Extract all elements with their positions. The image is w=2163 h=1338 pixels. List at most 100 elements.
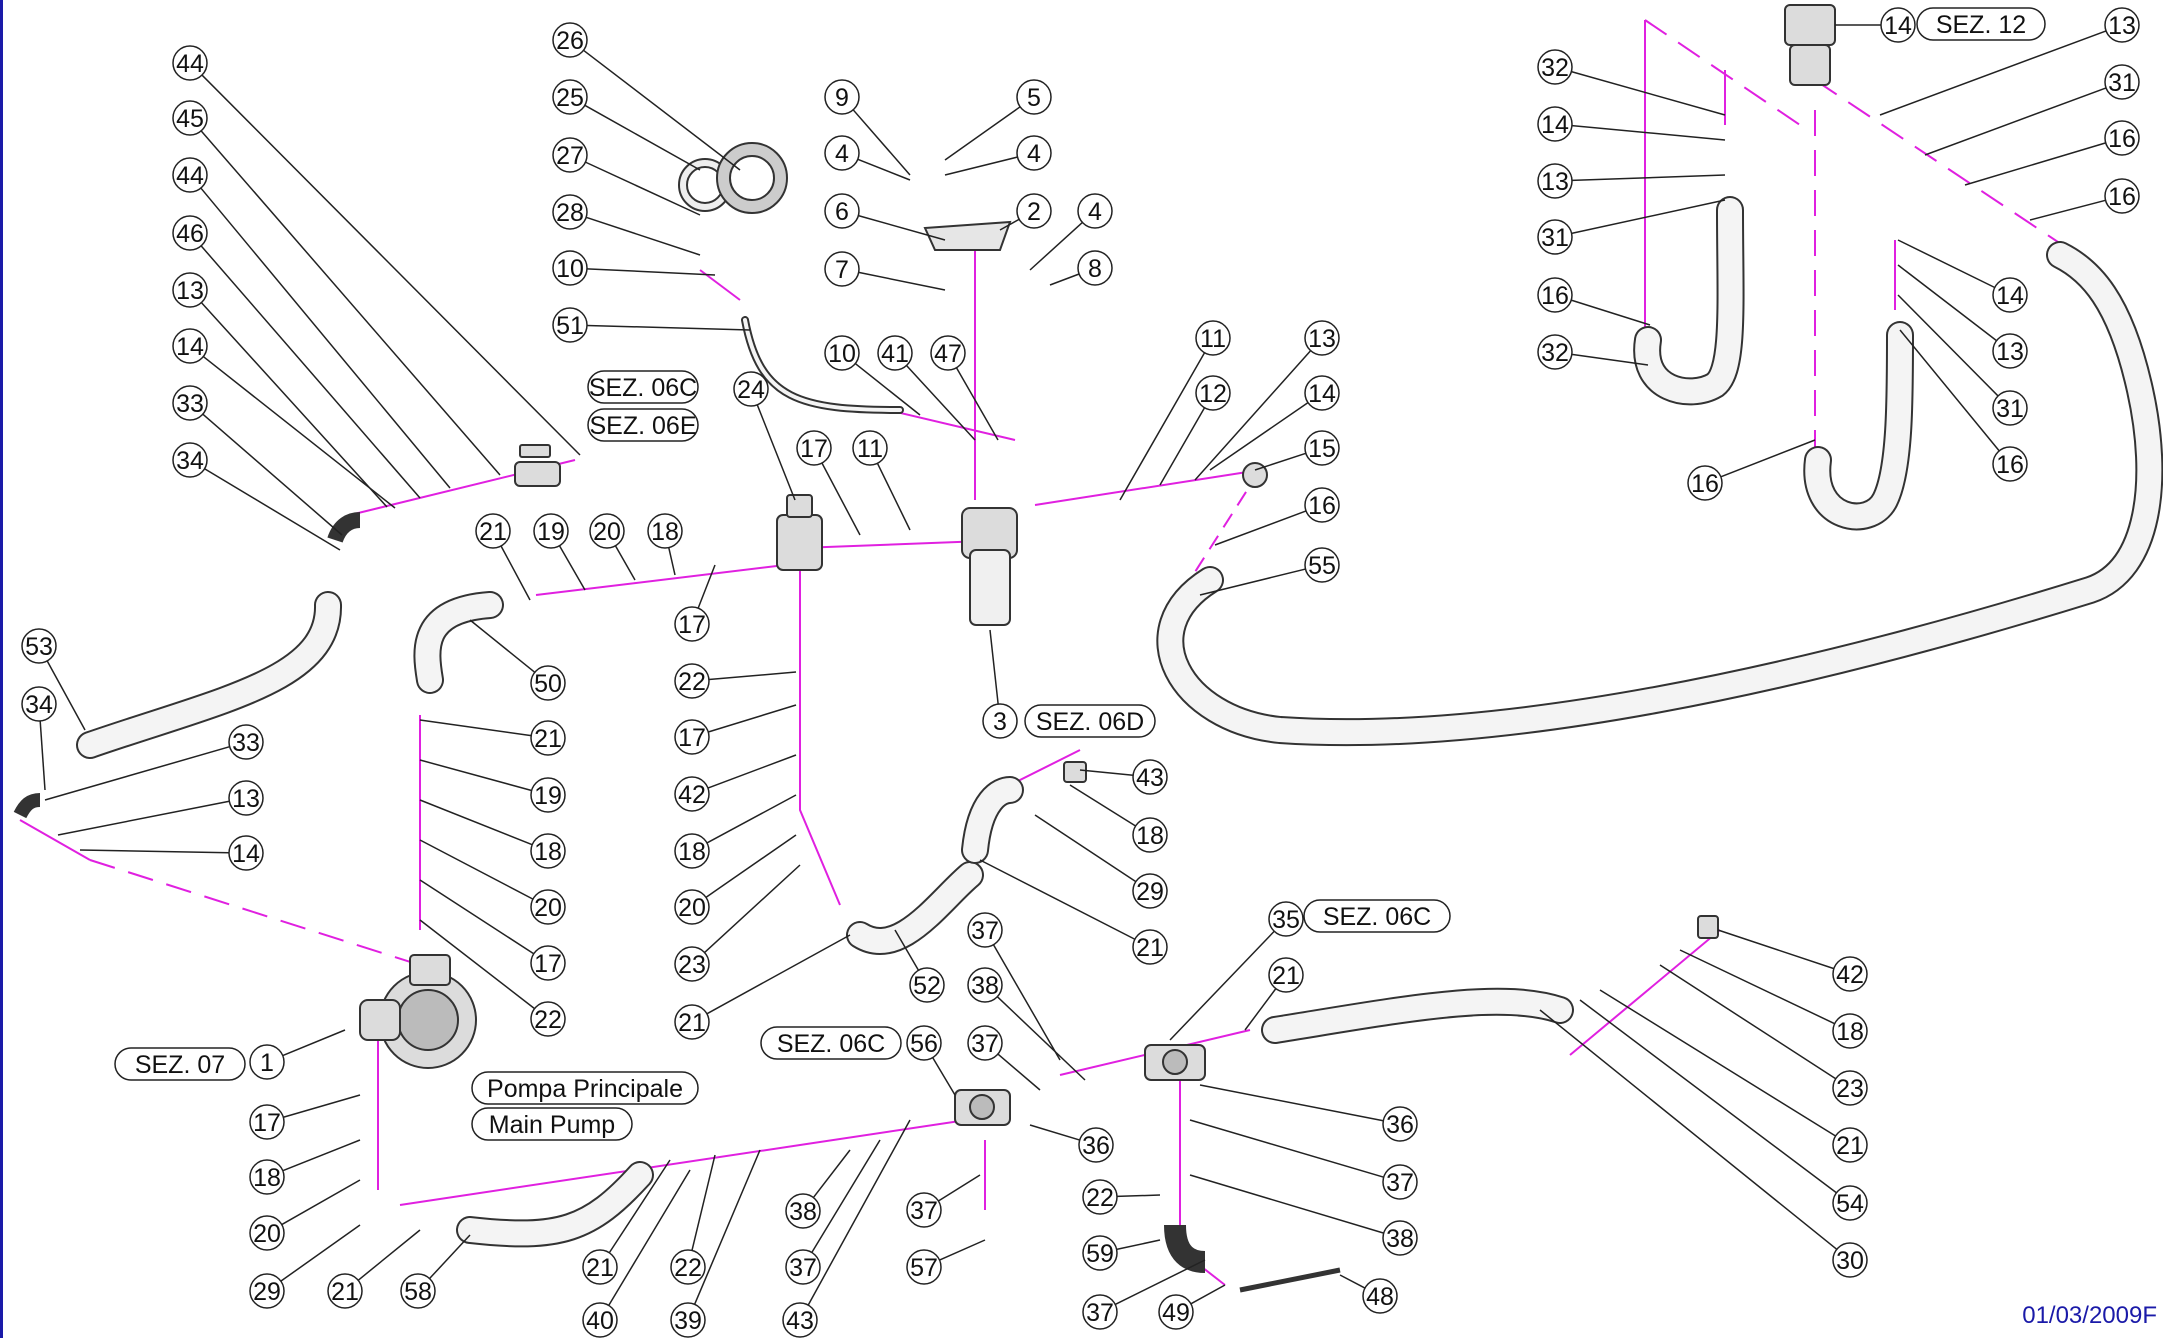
part-callout: 46 (172, 215, 208, 251)
leader-line (1571, 70, 1726, 116)
leader-line (707, 754, 797, 789)
part-callout: 23 (674, 946, 710, 982)
section-badge: SEZ. 06D (1024, 704, 1156, 738)
callout-circle (530, 945, 566, 981)
leader-line (1924, 87, 2107, 156)
part-callout: 13 (1537, 163, 1573, 199)
part-callout: 10 (552, 250, 588, 286)
badge-label: SEZ. 06E (590, 412, 697, 440)
leader-line (419, 719, 532, 737)
callout-circle (1016, 79, 1052, 115)
leader-line (200, 302, 388, 508)
part-callout: 8 (1077, 250, 1113, 286)
leader-line (1034, 814, 1137, 883)
callout-number: 14 (232, 840, 260, 868)
callout-circle (1992, 333, 2028, 369)
part-callout: 5 (1016, 79, 1052, 115)
callout-number: 22 (674, 1254, 702, 1282)
callout-number: 18 (651, 518, 679, 546)
leader-line (586, 268, 716, 276)
callout-circle (1304, 320, 1340, 356)
callout-number: 20 (534, 894, 562, 922)
part-callout: 21 (475, 513, 511, 549)
nut-43-top (1063, 761, 1087, 783)
callout-number: 45 (176, 105, 204, 133)
callout-circle (530, 1001, 566, 1037)
callout-circle (1992, 446, 2028, 482)
callout-number: 37 (789, 1254, 817, 1282)
hoses (76, 196, 2163, 1248)
callout-circle (249, 1215, 285, 1251)
part-callout: 54 (1832, 1185, 1868, 1221)
callout-number: 37 (971, 1030, 999, 1058)
leader-line (200, 187, 451, 489)
leader-line (1189, 1119, 1384, 1178)
callout-circle (1132, 817, 1168, 853)
callout-circle (172, 100, 208, 136)
callout-circle (1832, 1070, 1868, 1106)
leader-line (584, 104, 701, 171)
callout-circle (1132, 759, 1168, 795)
part-callout: 21 (1132, 929, 1168, 965)
callout-number: 21 (534, 725, 562, 753)
callout-circle (582, 1302, 618, 1338)
part-callout: 22 (674, 663, 710, 699)
callout-number: 19 (534, 782, 562, 810)
callout-circle (530, 720, 566, 756)
leader-line (1339, 1274, 1366, 1289)
leader-line (894, 929, 920, 971)
callout-circle (2104, 178, 2140, 214)
callout-circle (228, 724, 264, 760)
part-callout: 49 (1158, 1294, 1194, 1330)
filter-3 (961, 507, 1018, 626)
callout-number: 49 (1162, 1299, 1190, 1327)
callout-circle (249, 1273, 285, 1309)
hose-32-right (1803, 321, 1914, 531)
part-callout: 4 (1077, 193, 1113, 229)
leader-line (704, 864, 801, 954)
components (13, 4, 1836, 1293)
part-callout: 3 (982, 703, 1018, 739)
part-callout: 37 (1382, 1164, 1418, 1200)
callout-number: 57 (910, 1254, 938, 1282)
callout-circle (2104, 120, 2140, 156)
callout-number: 34 (176, 447, 204, 475)
callout-number: 38 (1386, 1225, 1414, 1253)
callout-circle (1132, 873, 1168, 909)
callout-circle (906, 1192, 942, 1228)
callout-circle (1077, 250, 1113, 286)
leader-line (708, 704, 797, 733)
callout-number: 29 (1136, 878, 1164, 906)
leader-line (756, 404, 796, 501)
badge-label: Pompa Principale (487, 1075, 683, 1103)
callout-number: 51 (556, 312, 584, 340)
callout-circle (785, 1193, 821, 1229)
section-badge: SEZ. 12 (1916, 7, 2046, 41)
part-callout: 20 (589, 513, 625, 549)
callout-number: 40 (586, 1307, 614, 1335)
leader-line (706, 934, 851, 1015)
callout-circle (1382, 1106, 1418, 1142)
part-callout: 13 (1304, 320, 1340, 356)
callout-circle (782, 1302, 818, 1338)
callout-number: 31 (2108, 69, 2136, 97)
leader-line (280, 1224, 361, 1282)
part-callout: 20 (249, 1215, 285, 1251)
callout-number: 44 (176, 162, 204, 190)
part-callout: 34 (172, 442, 208, 478)
part-callout: 38 (785, 1193, 821, 1229)
leader-line (1114, 1259, 1206, 1306)
callout-circle (906, 1025, 942, 1061)
part-callout: 21 (530, 720, 566, 756)
part-callout: 10 (824, 335, 860, 371)
leader-line (905, 365, 976, 441)
part-callout: 34 (21, 686, 57, 722)
callout-number: 42 (1836, 961, 1864, 989)
leader-line (697, 564, 716, 609)
hose-32-left (1633, 196, 1745, 406)
badge-label: SEZ. 06C (1323, 903, 1431, 931)
callout-number: 31 (1541, 224, 1569, 252)
leader-line (1964, 142, 2106, 186)
callout-circle (906, 1249, 942, 1285)
part-callout: 36 (1078, 1127, 1114, 1163)
